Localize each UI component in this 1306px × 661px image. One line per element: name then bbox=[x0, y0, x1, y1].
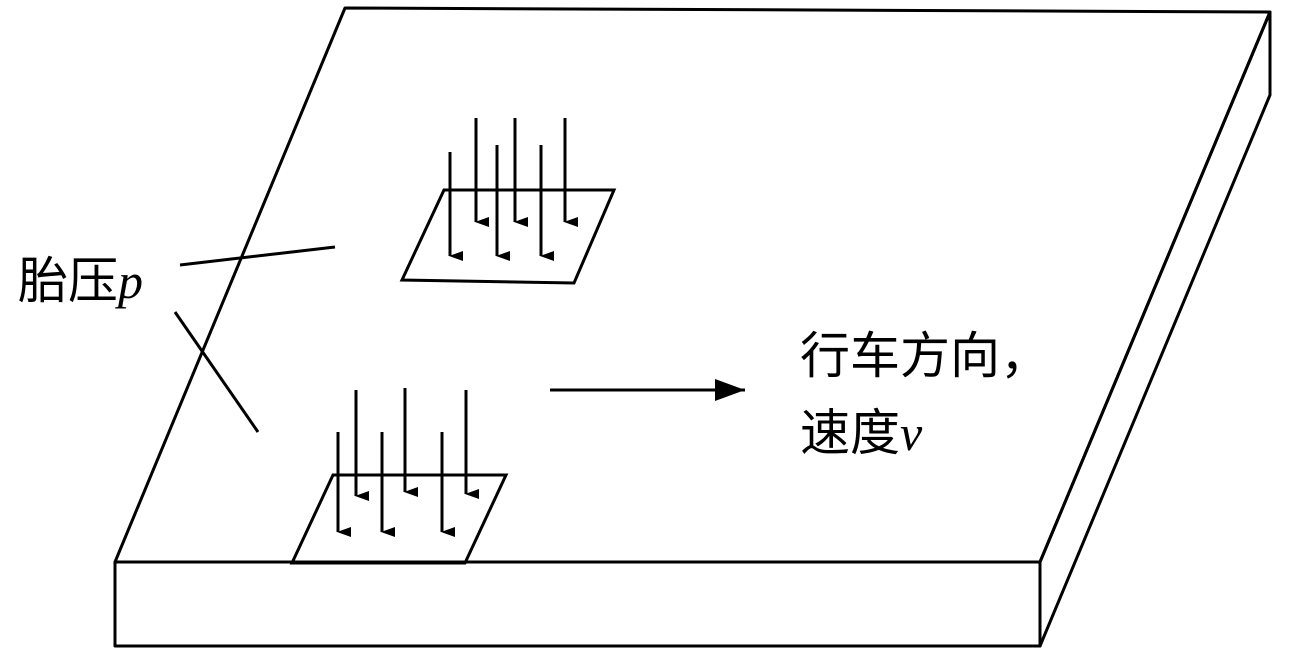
tire-patch-lower bbox=[289, 388, 509, 565]
slab-front-face bbox=[113, 560, 1042, 648]
slab-side-face bbox=[1038, 10, 1272, 648]
speed-symbol: v bbox=[900, 405, 923, 461]
pressure-arrows-upper bbox=[448, 118, 578, 261]
contact-area-lower bbox=[289, 473, 509, 565]
pavement-slab bbox=[113, 6, 1272, 648]
tire-pressure-label: 胎压p bbox=[18, 252, 143, 310]
direction-label-line1: 行车方向， bbox=[800, 327, 1050, 385]
contact-area-upper bbox=[399, 188, 617, 285]
tire-pressure-text: 胎压 bbox=[18, 252, 118, 310]
leader-line-upper bbox=[179, 245, 336, 267]
tire-pressure-leaders bbox=[173, 245, 336, 433]
slab-top-face bbox=[113, 6, 1272, 564]
leader-line-lower bbox=[173, 311, 260, 433]
direction-label-line2: 速度v bbox=[800, 404, 923, 462]
tire-patch-upper bbox=[399, 118, 617, 285]
pressure-arrows-lower bbox=[336, 388, 479, 537]
tire-pressure-symbol: p bbox=[115, 253, 143, 309]
speed-text: 速度 bbox=[800, 404, 900, 462]
